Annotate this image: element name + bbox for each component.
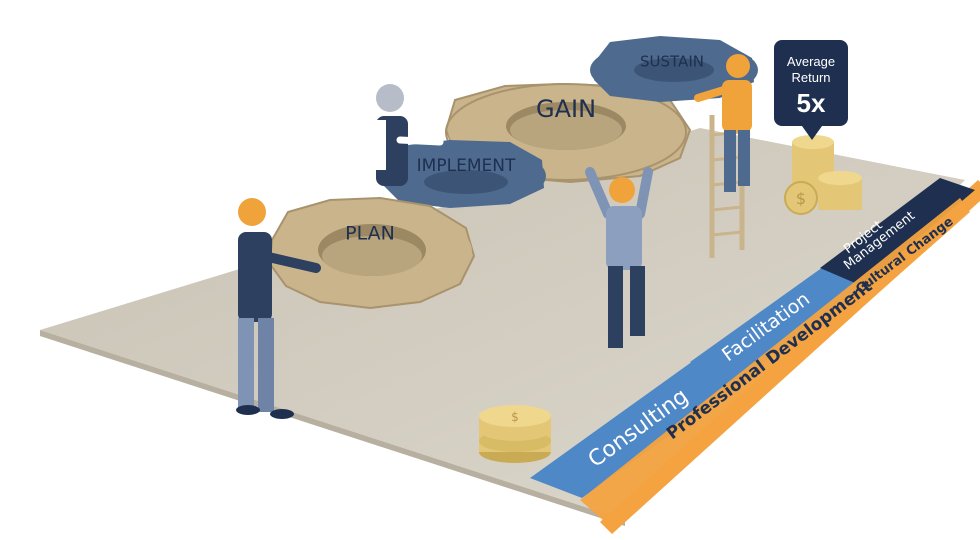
person-plan [236,198,321,419]
gear-sustain: SUSTAIN [590,36,758,102]
platform [40,128,965,526]
person-implement [376,84,444,186]
gear-label-implement: IMPLEMENT [417,156,516,176]
person-gain [585,167,653,348]
gear-label-sustain: SUSTAIN [640,53,704,71]
person-sustain [694,54,752,192]
band-consulting [530,356,752,498]
coin-stack-back: $ [784,135,862,215]
svg-text:$: $ [511,410,519,424]
average-return-badge: Average Return 5x [774,40,848,140]
band-project [820,178,975,286]
badge-line-return: Return [791,70,830,85]
band-professional [580,198,970,528]
badge-line-average: Average [787,54,835,69]
band-facilitation [690,262,876,380]
gear-label-gain: GAIN [536,95,596,123]
gear-label-plan: PLAN [345,223,395,245]
gear-plan: PLAN [268,196,476,310]
badge-value: 5x [797,88,826,118]
gear-implement: IMPLEMENT [384,140,546,208]
svg-text:$: $ [796,189,806,208]
coin-stack-front: $ [479,405,551,463]
